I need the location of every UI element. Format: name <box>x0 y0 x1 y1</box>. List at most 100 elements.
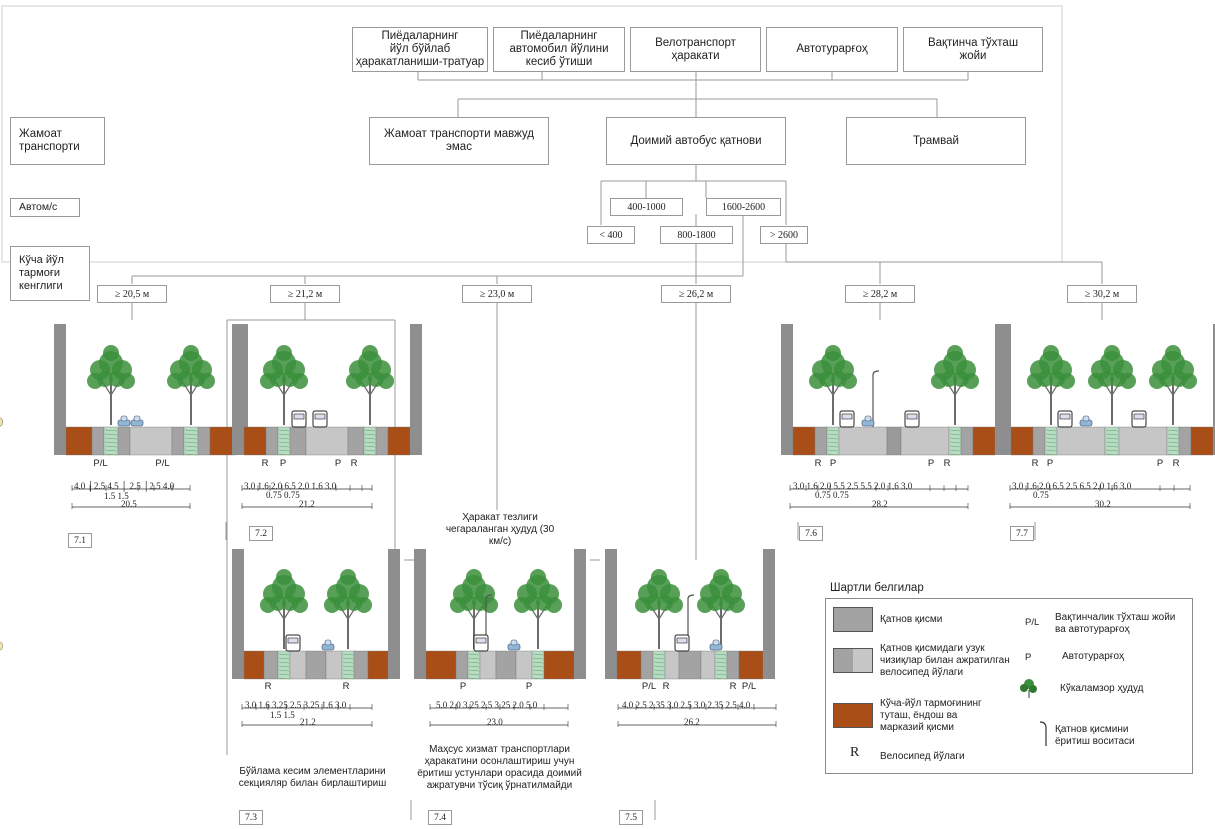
green-hatch <box>104 453 118 456</box>
label-7-3: R <box>264 681 272 692</box>
width-26-2: ≥ 26,2 м <box>661 285 731 303</box>
dims-7-5-total: 26.2 <box>684 717 700 727</box>
green-hatch <box>1045 445 1057 448</box>
building-wall <box>232 324 244 455</box>
green-hatch <box>342 673 354 676</box>
green-hatch <box>278 453 290 456</box>
bus-icon <box>312 410 328 428</box>
green-hatch <box>468 673 480 676</box>
green-hatch <box>342 669 354 672</box>
green-hatch <box>1167 437 1179 440</box>
green-hatch <box>715 673 727 676</box>
bus-icon <box>904 410 920 428</box>
green-hatch <box>278 445 290 448</box>
green-hatch <box>949 441 961 444</box>
pedestrian-icon <box>0 641 3 651</box>
building-wall <box>1213 324 1215 455</box>
note-speed-limit: Ҳаракат тезлиги чегараланган ҳудуд (30 к… <box>445 512 555 547</box>
section-num-7-1: 7.1 <box>68 533 92 548</box>
section-num-7-2: 7.2 <box>249 526 273 541</box>
bus-icon <box>291 410 307 428</box>
label-7-2: R <box>350 458 358 469</box>
section-soil <box>616 650 642 680</box>
section-light <box>129 426 173 456</box>
green-hatch <box>532 653 544 656</box>
label-7-4: P <box>459 681 467 692</box>
section-soil <box>209 426 237 456</box>
bus-icon <box>1131 410 1147 428</box>
top-box-crossing: Пиёдаларнинг автомобил йўлини кесиб ўтиш… <box>493 27 625 72</box>
tree-icon <box>697 569 745 649</box>
legend-tree-icon <box>1020 679 1037 698</box>
green-hatch <box>827 429 839 432</box>
network-label: Кўча йўл тармоғи кенглиги <box>10 246 90 301</box>
green-hatch <box>104 433 118 436</box>
top-box-temp-stop: Вақтинча тўхташ жойи <box>903 27 1043 72</box>
top-box-sidewalk: Пиёдаларнинг йўл бўйлаб ҳаракатланиши-тр… <box>352 27 488 72</box>
green-hatch <box>715 657 727 660</box>
flow-less-400: < 400 <box>587 226 635 244</box>
green-hatch <box>715 677 727 680</box>
flow-800-1800: 800-1800 <box>660 226 733 244</box>
green-hatch <box>1105 437 1119 440</box>
section-num-7-5: 7.5 <box>619 810 643 825</box>
green-hatch <box>278 429 290 432</box>
green-hatch <box>949 449 961 452</box>
green-hatch <box>278 437 290 440</box>
lamp-icon <box>485 594 493 651</box>
green-hatch <box>1105 429 1119 432</box>
tree-icon <box>1149 345 1197 425</box>
section-light <box>900 426 950 456</box>
dims-7-3-total: 21.2 <box>300 717 316 727</box>
green-hatch <box>1167 445 1179 448</box>
green-hatch <box>715 653 727 656</box>
green-hatch <box>278 669 290 672</box>
green-hatch <box>278 677 290 680</box>
green-hatch <box>1167 453 1179 456</box>
green-hatch <box>468 661 480 664</box>
label-7-6: P <box>829 458 837 469</box>
label-7-6: P <box>927 458 935 469</box>
section-num-7-7: 7.7 <box>1010 526 1034 541</box>
green-hatch <box>184 429 198 432</box>
green-hatch <box>1045 429 1057 432</box>
building-wall <box>574 549 586 679</box>
green-hatch <box>184 449 198 452</box>
tree-icon <box>260 345 308 425</box>
green-hatch <box>184 441 198 444</box>
section-soil <box>425 650 457 680</box>
dims-7-1-mid: 1.5 1.5 <box>104 491 129 501</box>
legend-lamp-text: Қатнов қисмини ёритиш воситаси <box>1055 724 1135 747</box>
section-soil <box>65 426 93 456</box>
section-light <box>1056 426 1106 456</box>
green-hatch <box>364 429 376 432</box>
section-light <box>838 426 888 456</box>
legend-p-text: Автотурарғоҳ <box>1062 651 1125 662</box>
car-icon <box>861 415 875 427</box>
green-hatch <box>1167 429 1179 432</box>
label-7-7: R <box>1031 458 1039 469</box>
green-hatch <box>184 433 198 436</box>
green-hatch <box>827 453 839 456</box>
legend-bike-path-text: Велосипед йўлаги <box>880 751 965 762</box>
legend-swatch-bike-lane <box>833 648 873 673</box>
label-7-1: P/L <box>155 458 170 469</box>
car-icon <box>321 639 335 651</box>
legend-lamp-icon <box>1039 721 1047 746</box>
green-hatch <box>532 661 544 664</box>
transport-bus: Доимий автобус қатнови <box>606 117 786 165</box>
green-hatch <box>1105 445 1119 448</box>
transport-label: Жамоат транспорти <box>10 117 105 165</box>
label-7-2: P <box>334 458 342 469</box>
dims-7-7-top: 3.0 1.6 2.0 6.5 2.5 6.5 2.0 1.6 3.0 <box>1012 481 1132 491</box>
section-num-7-4: 7.4 <box>428 810 452 825</box>
width-28-2: ≥ 28,2 м <box>845 285 915 303</box>
bus-icon <box>674 634 690 652</box>
green-hatch <box>278 657 290 660</box>
green-hatch <box>715 669 727 672</box>
green-hatch <box>1045 449 1057 452</box>
green-hatch <box>278 665 290 668</box>
tree-icon <box>346 345 394 425</box>
